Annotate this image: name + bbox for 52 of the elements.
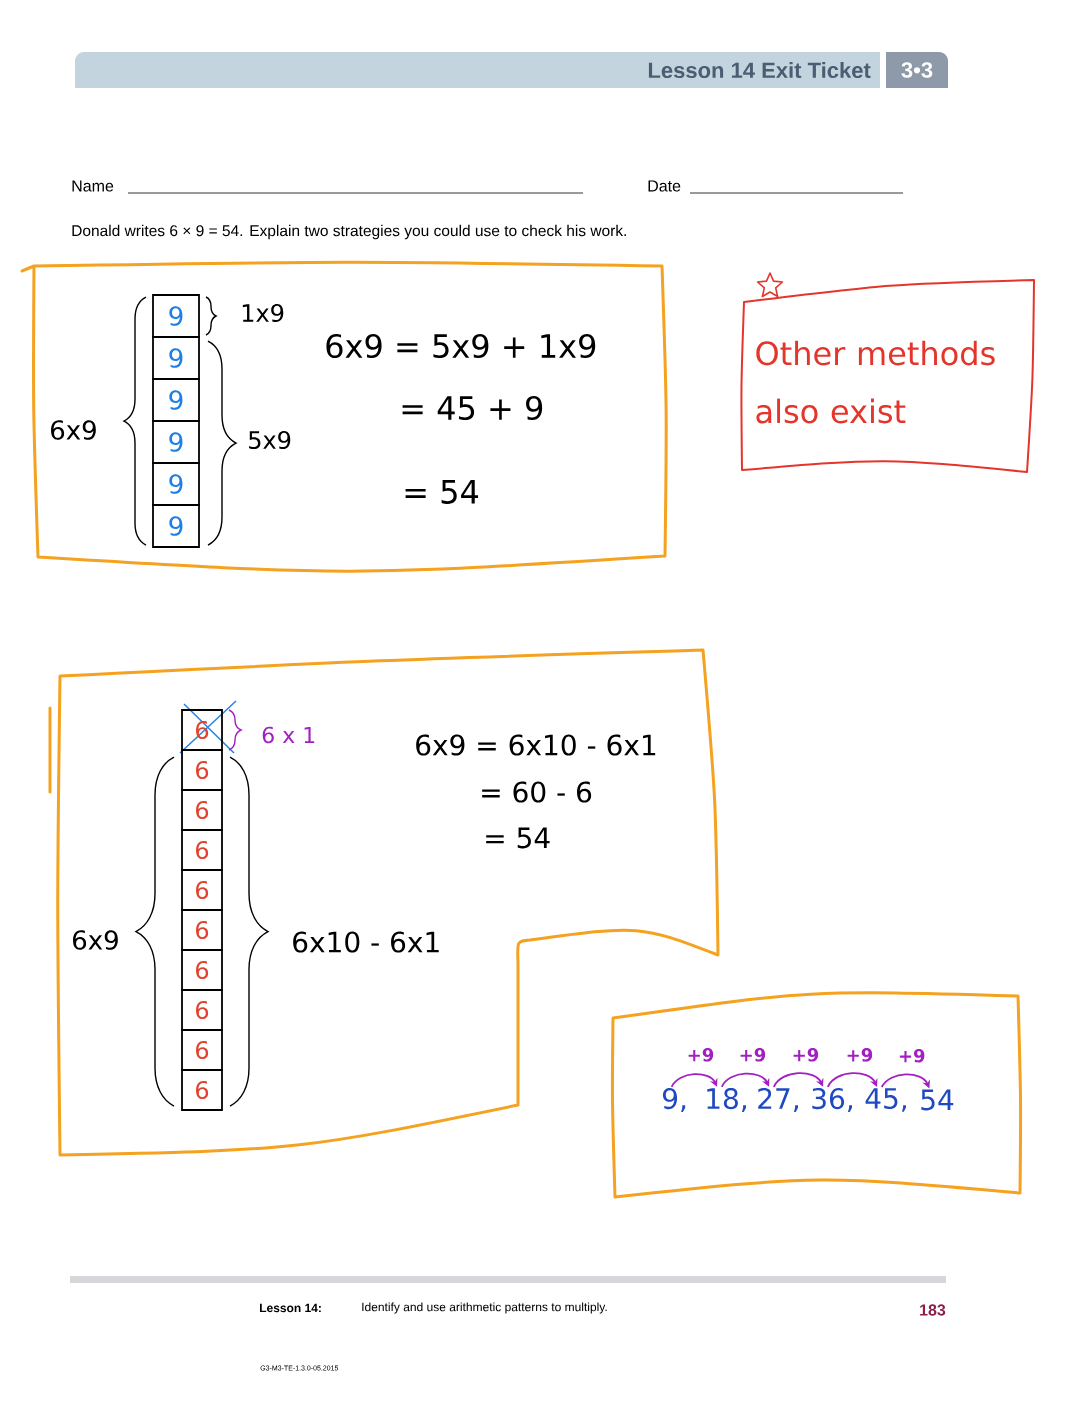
arrow	[772, 1072, 824, 1088]
lesson-label: Lesson 14:	[260, 1303, 321, 1313]
sequence-number: 36,	[812, 1088, 852, 1112]
edge-label: +9	[737, 1047, 768, 1063]
sequence-number: 45,	[865, 1088, 906, 1112]
tape-cell: 6	[181, 1069, 223, 1111]
grade-badge: 3•3	[886, 52, 948, 88]
tape-cell: 6	[181, 829, 223, 871]
tape-cell: 6	[181, 789, 223, 831]
edge-label: +9	[896, 1047, 927, 1064]
tape-cell: 9	[152, 378, 200, 422]
edge-label: +9	[844, 1047, 875, 1063]
equation: 6x9 = 5x9 + 1x9	[326, 333, 596, 359]
tape-cell: 6	[181, 949, 223, 991]
tape-cell: 6	[181, 989, 223, 1031]
tape-cell: 9	[152, 504, 200, 548]
tape-cell: 9	[152, 462, 200, 506]
sequence-number: 18,	[707, 1088, 746, 1112]
brace-label: 1x9	[242, 303, 284, 323]
equation: = 54	[486, 827, 550, 849]
tape-cell: 6	[181, 909, 223, 951]
question-text: Donald writes 6 × 9 = 54. Explain two strategies you could use to check his work.	[72, 224, 626, 240]
brace-label: 6x10 - 6x1	[293, 931, 439, 953]
tape-cell: 9	[152, 294, 200, 338]
tape-cell: 6	[181, 1029, 223, 1071]
tape-cell: 6	[181, 869, 223, 911]
field-label: Date	[648, 180, 681, 192]
lesson-objective: Identify and use arithmetic patterns to multiply.	[362, 1302, 607, 1314]
equation: = 60 - 6	[482, 781, 592, 803]
tape-cell: 9	[152, 336, 200, 380]
edge-label: +9	[790, 1047, 821, 1063]
sketch-box	[610, 991, 1023, 1199]
sequence-number: 27,	[758, 1088, 798, 1112]
note-box: Other methods also exist	[740, 279, 1035, 473]
sequence-number: 9,	[662, 1088, 686, 1112]
brace-label: 6 x 1	[262, 726, 315, 744]
page-number: 183	[920, 1304, 946, 1316]
brace-label: 6x9	[73, 930, 118, 950]
equation: = 54	[405, 480, 479, 504]
arrow	[720, 1072, 770, 1088]
brace-label: 5x9	[249, 430, 291, 450]
arrow	[826, 1072, 878, 1088]
brace-label: 6x9	[51, 420, 96, 440]
sequence-number: 54	[921, 1089, 954, 1111]
edge-label: +9	[685, 1047, 716, 1063]
tape-cell: 9	[152, 420, 200, 464]
arrow	[670, 1073, 718, 1088]
tape-cell: 6	[181, 749, 223, 791]
title: Lesson 14 Exit Ticket	[648, 61, 871, 79]
field-label: Name	[72, 180, 114, 192]
equation: = 45 + 9	[402, 395, 543, 421]
equation: 6x9 = 6x10 - 6x1	[416, 734, 656, 756]
